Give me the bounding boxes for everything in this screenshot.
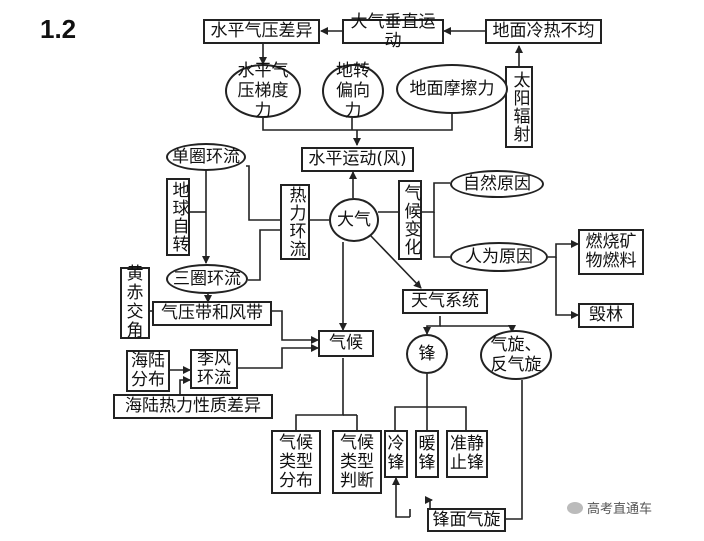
warm-front-label: 暖锋 [418, 434, 436, 473]
climate-node: 气候 [318, 330, 374, 357]
monsoon-circulation-node: 季风环流 [190, 349, 238, 389]
frontal-cyclone-node: 锋面气旋 [427, 508, 506, 532]
uneven-heating-node: 地面冷热不均 [485, 19, 602, 44]
friction-force-node: 地面摩擦力 [396, 64, 508, 114]
atmosphere-node: 大气 [329, 198, 379, 242]
fossil-fuel-label: 燃烧矿物燃料 [585, 232, 637, 271]
cold-front-label: 冷锋 [387, 434, 405, 473]
three-cell-circulation-node: 三圈环流 [166, 264, 248, 294]
earth-rotation-node: 地球自转 [166, 178, 190, 256]
climate-distribution-label: 气候类型分布 [279, 432, 313, 491]
climate-judgement-label: 气候类型判断 [340, 432, 374, 491]
land-sea-thermal-diff-node: 海陆热力性质差异 [113, 394, 273, 419]
land-sea-distribution-node: 海陆分布 [126, 350, 170, 392]
land-sea-distribution-label: 海陆分布 [131, 351, 165, 390]
front-node: 锋 [406, 334, 448, 374]
vertical-motion-node: 大气垂直运动 [342, 12, 444, 50]
horizontal-motion-node: 水平运动(风) [301, 147, 414, 172]
ecliptic-angle-node: 黄赤交角 [120, 264, 150, 341]
climate-judgement-node: 气候类型判断 [332, 430, 382, 494]
section-number: 1.2 [40, 14, 77, 44]
monsoon-circulation-label: 季风环流 [197, 349, 231, 388]
pressure-gradient-force-node: 水平气压梯度力 [225, 61, 301, 121]
coriolis-force-node: 地转偏向力 [322, 61, 384, 121]
wechat-icon [566, 501, 583, 514]
horizontal-pressure-diff-node: 水平气压差异 [203, 19, 320, 44]
weather-systems-node: 天气系统 [402, 289, 488, 314]
human-causes-node: 人为原因 [450, 242, 548, 272]
watermark-text: 高考直通车 [586, 502, 652, 517]
cyclone-anticyclone-label: 气旋、反气旋 [490, 335, 542, 375]
thermal-circulation-node: 热力环流 [280, 184, 310, 260]
stationary-front-node: 准静止锋 [446, 430, 488, 478]
single-cell-circulation-node: 单圈环流 [166, 143, 246, 171]
fossil-fuel-node: 燃烧矿物燃料 [578, 229, 644, 275]
warm-front-node: 暖锋 [415, 430, 439, 478]
stationary-front-label: 准静止锋 [450, 434, 484, 473]
pressure-wind-belts-node: 气压带和风带 [152, 301, 272, 326]
cold-front-node: 冷锋 [384, 430, 408, 478]
solar-radiation-node: 太阳辐射 [505, 66, 533, 148]
cyclone-anticyclone-node: 气旋、反气旋 [480, 330, 552, 380]
deforestation-node: 毁林 [578, 303, 634, 328]
climate-distribution-node: 气候类型分布 [271, 430, 321, 494]
natural-causes-node: 自然原因 [450, 170, 544, 198]
watermark: 高考直通车 [566, 498, 652, 517]
ecliptic-angle-label: 黄赤交角 [126, 264, 144, 341]
climate-change-node: 气候变化 [398, 180, 422, 260]
